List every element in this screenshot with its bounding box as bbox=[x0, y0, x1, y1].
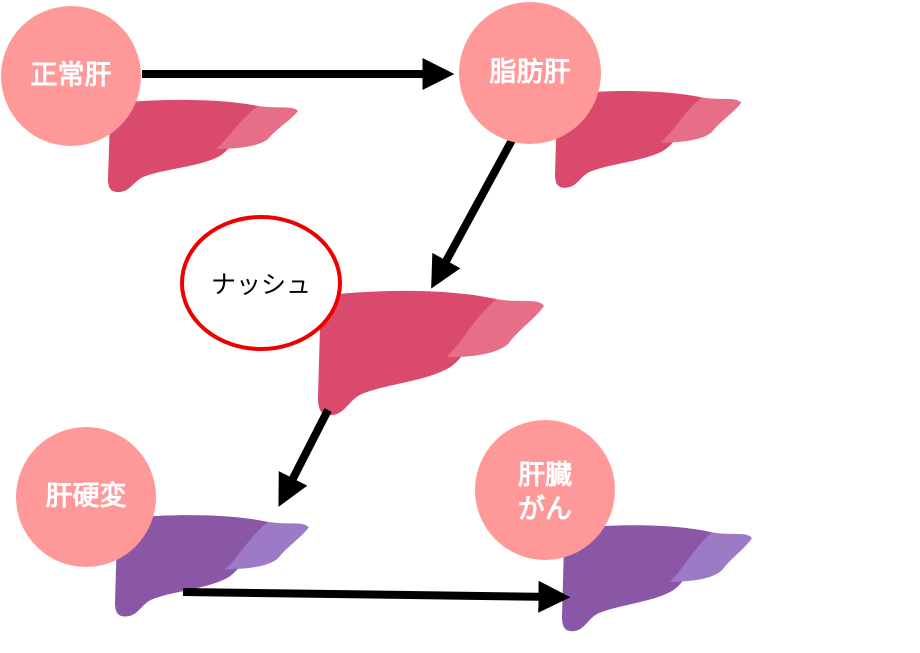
stage-circle-fatty bbox=[459, 2, 601, 144]
label-nash: ナッシュ bbox=[210, 270, 312, 299]
label-cirrhosis: 肝硬変 bbox=[45, 481, 127, 512]
stage-circle-normal bbox=[1, 6, 141, 146]
stage-circle-cancer bbox=[475, 420, 615, 560]
label-liver-cancer-line1: 肝臓 bbox=[518, 460, 572, 491]
label-liver-cancer: 肝臓 がん bbox=[518, 459, 572, 527]
arrow-cirrhosis-to-cancer bbox=[182, 580, 571, 613]
stage-circle-cirrhosis bbox=[16, 427, 156, 567]
nash-highlight-ring bbox=[180, 215, 342, 351]
arrow-nash-to-cirrhosis bbox=[278, 408, 332, 507]
label-normal-liver: 正常肝 bbox=[30, 60, 112, 91]
liver-normal-icon bbox=[108, 99, 298, 192]
liver-nash-icon bbox=[318, 290, 545, 416]
label-liver-cancer-line2: がん bbox=[518, 494, 572, 525]
label-fatty-liver: 脂肪肝 bbox=[489, 57, 571, 88]
arrow-fatty-to-nash bbox=[431, 138, 516, 289]
